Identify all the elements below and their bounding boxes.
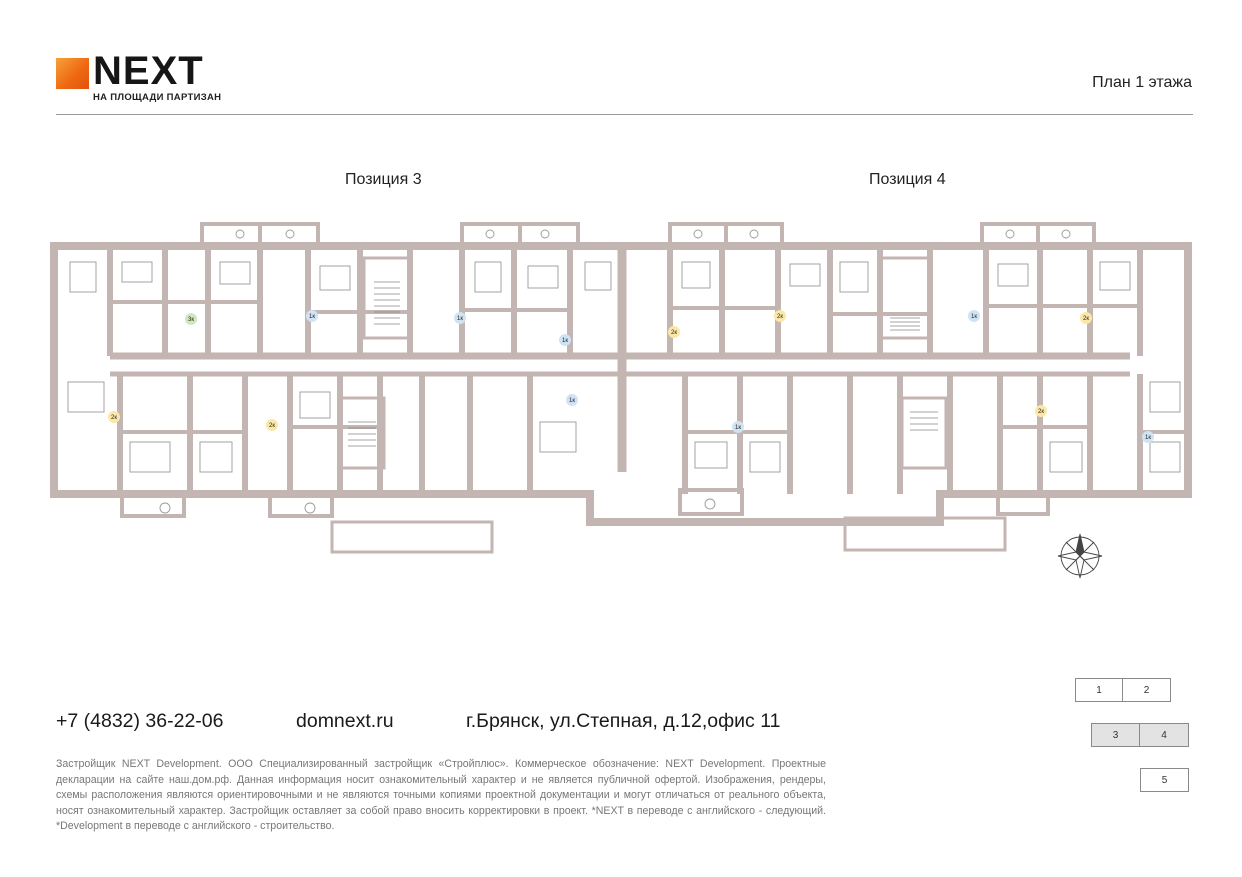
badge-apartment: [108, 411, 120, 423]
section-nav-4[interactable]: 4: [1139, 723, 1189, 747]
badge-label: 2к: [1038, 409, 1044, 415]
badge-apartment: [1142, 431, 1154, 443]
staircase-marks: [348, 281, 938, 447]
badge-label: 1к: [562, 338, 568, 344]
position-4-label: Позиция 4: [869, 171, 946, 188]
badge-label: 1к: [457, 316, 463, 322]
compass-rose-icon: [1057, 533, 1103, 579]
badge-apartment: [1080, 312, 1092, 324]
badge-apartment: [454, 312, 466, 324]
badge-label: 3к: [188, 317, 194, 323]
badge-label: 1к: [309, 314, 315, 320]
badge-label: 1к: [569, 398, 575, 404]
badge-apartment: [732, 421, 744, 433]
plan-walls: [50, 222, 1192, 554]
badge-label: 2к: [671, 330, 677, 336]
brand-logo: NEXT НА ПЛОЩАДИ ПАРТИЗАН: [56, 51, 236, 103]
website-link[interactable]: domnext.ru: [296, 710, 394, 732]
section-nav-5[interactable]: 5: [1140, 768, 1189, 792]
floor-plan-drawing: 3к 1к 1к 1к 2к 2к 1к 2к 2к 2к 1к 1к 2к 1…: [50, 222, 1192, 579]
badge-apartment: [185, 313, 197, 325]
apartment-badges: 3к 1к 1к 1к 2к 2к 1к 2к 2к 2к 1к 1к 2к 1…: [108, 310, 1154, 443]
logo-orange-square: [56, 58, 89, 89]
badge-apartment: [266, 419, 278, 431]
badge-apartment: [306, 310, 318, 322]
office-address: г.Брянск, ул.Степная, д.12,офис 11: [466, 710, 781, 732]
header-divider: [56, 114, 1193, 115]
badge-label: 2к: [269, 423, 275, 429]
plan-title: План 1 этажа: [1092, 74, 1192, 91]
badge-label: 2к: [1083, 316, 1089, 322]
section-nav-3[interactable]: 3: [1091, 723, 1140, 747]
badge-apartment: [774, 310, 786, 322]
badge-label: 2к: [111, 415, 117, 421]
position-3-label: Позиция 3: [345, 171, 422, 188]
logo-subtitle: НА ПЛОЩАДИ ПАРТИЗАН: [93, 92, 222, 103]
section-nav-1[interactable]: 1: [1075, 678, 1123, 702]
furniture-marks: [67, 229, 1181, 514]
legal-disclaimer: Застройщик NEXT Development. ООО Специал…: [56, 758, 826, 832]
badge-apartment: [968, 310, 980, 322]
badge-label: 1к: [735, 425, 741, 431]
badge-apartment: [559, 334, 571, 346]
section-nav-2[interactable]: 2: [1122, 678, 1171, 702]
badge-apartment: [668, 326, 680, 338]
badge-apartment: [1035, 405, 1047, 417]
phone-number[interactable]: +7 (4832) 36-22-06: [56, 710, 224, 732]
badge-label: 1к: [971, 314, 977, 320]
logo-wordmark: NEXT: [93, 49, 204, 93]
badge-label: 2к: [777, 314, 783, 320]
badge-apartment: [566, 394, 578, 406]
badge-label: 1к: [1145, 435, 1151, 441]
